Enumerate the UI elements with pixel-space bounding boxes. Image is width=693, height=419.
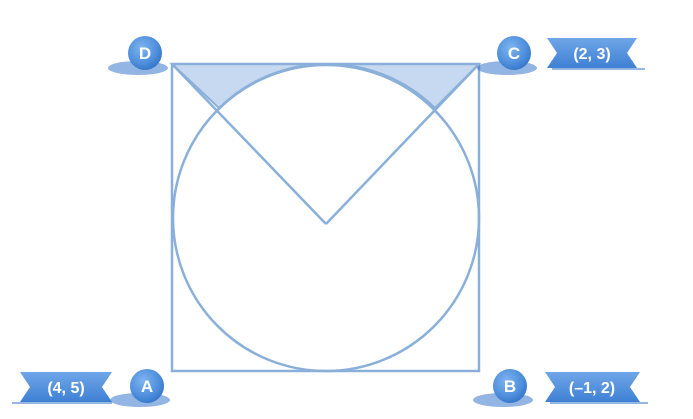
inscribed-circle — [171, 63, 481, 373]
vertex-d-label: D — [139, 44, 151, 63]
coordinate-a-text: (4, 5) — [47, 380, 84, 397]
segment-c-center — [325, 63, 480, 225]
coordinate-c-text: (2, 3) — [573, 46, 610, 63]
segment-d-center — [171, 63, 327, 225]
coordinate-b-text: (–1, 2) — [569, 380, 615, 397]
vertex-b-label: B — [504, 377, 516, 396]
coordinate-ribbon-c: (2, 3) — [547, 38, 645, 70]
vertex-c-label: C — [508, 44, 520, 63]
vertex-a-label: A — [141, 377, 153, 396]
coordinate-ribbon-b: (–1, 2) — [545, 372, 648, 404]
coordinate-ribbon-a: (4, 5) — [12, 372, 112, 404]
vertex-d-badge: D — [108, 36, 168, 75]
vertex-b-badge: B — [473, 369, 533, 407]
vertex-c-badge: C — [477, 36, 537, 75]
vertex-a-badge: A — [110, 369, 170, 407]
